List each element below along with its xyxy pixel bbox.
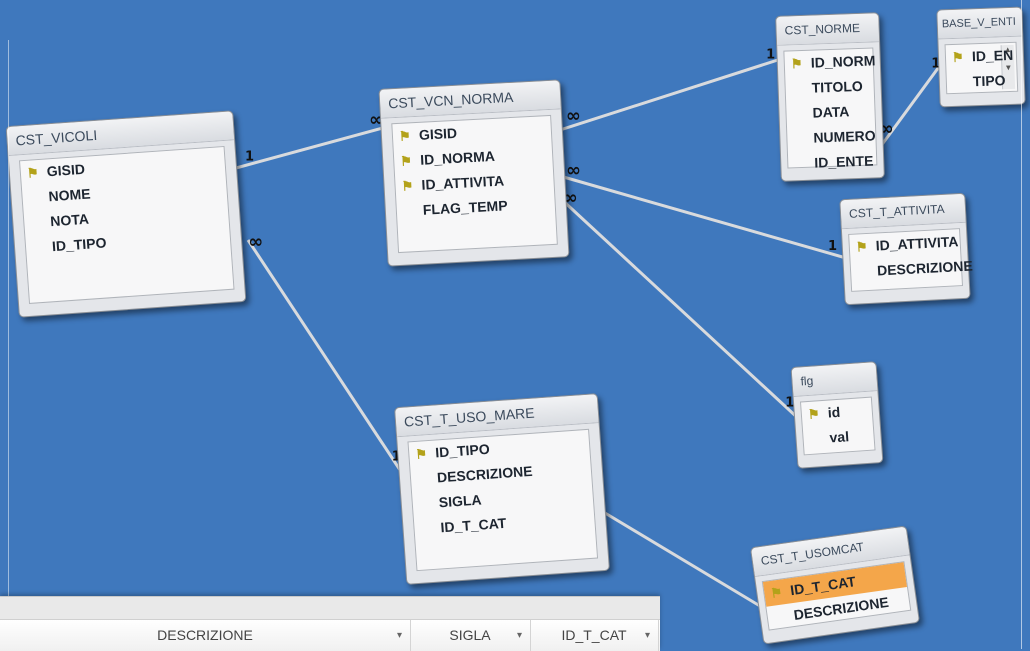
table-field[interactable]: val xyxy=(828,428,850,446)
column-header-id-t-cat[interactable]: ID_T_CAT ▾ xyxy=(530,620,659,651)
cardinality-one-label: 1 xyxy=(828,239,837,254)
table-title[interactable]: CST_T_ATTIVITA xyxy=(840,193,966,230)
relationship-line[interactable] xyxy=(246,239,406,477)
primary-key-field[interactable]: ID_EN xyxy=(946,43,1017,70)
perspective-frame-edge xyxy=(8,40,9,600)
dropdown-arrow-icon[interactable]: ▾ xyxy=(396,630,402,641)
column-header-descrizione[interactable]: DESCRIZIONE ▾ xyxy=(0,620,411,651)
perspective-frame-edge xyxy=(1021,0,1022,649)
column-label: DESCRIZIONE xyxy=(157,627,253,643)
relationship-line[interactable] xyxy=(876,59,946,151)
cardinality-one-label: 1 xyxy=(931,56,940,71)
relationship-line[interactable] xyxy=(559,56,785,132)
table-title[interactable]: BASE_V_ENTI xyxy=(937,7,1023,40)
table-field[interactable]: DATA xyxy=(812,103,850,121)
table-field[interactable]: TIPO xyxy=(972,72,1006,90)
table-title[interactable]: flg xyxy=(791,362,878,397)
column-header-row: DESCRIZIONE ▾ SIGLA ▾ ID_T_CAT ▾ xyxy=(0,619,660,651)
column-label: ID_T_CAT xyxy=(561,627,627,643)
relationship-line[interactable] xyxy=(599,508,761,608)
primary-key-field[interactable]: ID_NORM xyxy=(784,48,876,76)
cardinality-many-label: ∞ xyxy=(248,232,263,253)
dropdown-arrow-icon[interactable]: ▾ xyxy=(644,630,650,641)
table-title[interactable]: CST_NORME xyxy=(776,13,880,46)
table-field[interactable]: ID_ENTE xyxy=(814,152,874,171)
cardinality-one-label: 1 xyxy=(785,395,794,410)
table-field[interactable]: TITOLO xyxy=(811,77,863,96)
table-field[interactable]: DESCRIZIONE xyxy=(876,257,974,279)
table-cst-t-uso-mare[interactable]: CST_T_USO_MARE ID_TIPODESCRIZIONESIGLAID… xyxy=(394,393,610,585)
cardinality-many-label: ∞ xyxy=(566,106,581,127)
cardinality-one-label: 1 xyxy=(392,449,401,464)
table-field[interactable]: NUMERO xyxy=(813,127,876,146)
relationship-line[interactable] xyxy=(235,124,391,170)
relationship-line[interactable] xyxy=(559,174,847,260)
dropdown-arrow-icon[interactable]: ▾ xyxy=(516,630,522,641)
column-header-sigla[interactable]: SIGLA ▾ xyxy=(410,620,531,651)
relationship-line[interactable] xyxy=(558,196,802,422)
cardinality-one-label: 1 xyxy=(245,149,254,164)
cardinality-many-label: ∞ xyxy=(566,160,581,181)
table-cst-vcn-norma[interactable]: CST_VCN_NORMA GISIDID_NORMAID_ATTIVITAFL… xyxy=(378,79,570,267)
cardinality-one-label: 1 xyxy=(766,47,775,62)
column-label: SIGLA xyxy=(449,627,491,643)
datasheet-header-bar: DESCRIZIONE ▾ SIGLA ▾ ID_T_CAT ▾ xyxy=(0,596,660,651)
